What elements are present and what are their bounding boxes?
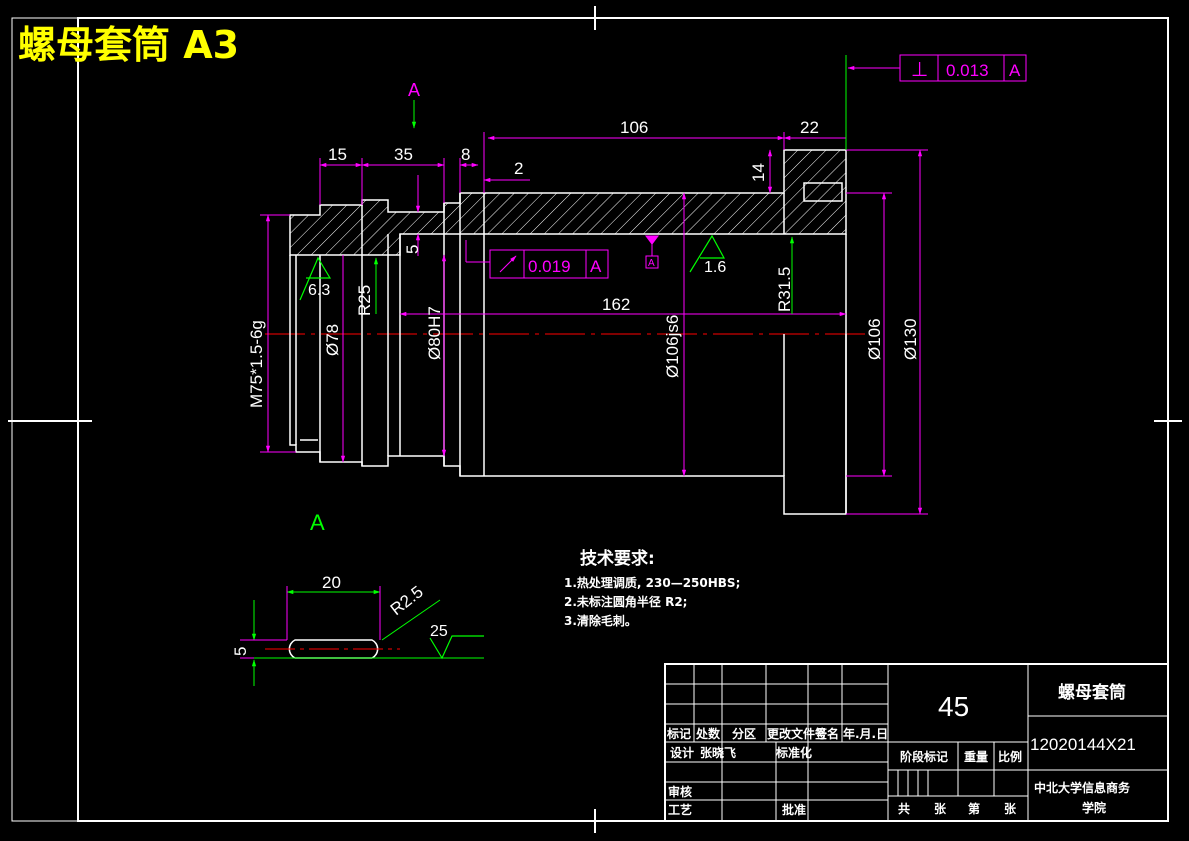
tb-drawing-no: 12020144X21 <box>1030 735 1136 754</box>
tb-header-zone: 分区 <box>732 726 756 741</box>
requirement-1: 1.热处理调质, 230—250HBS; <box>564 575 740 590</box>
roughness-1-6: 1.6 <box>704 259 726 276</box>
tb-process: 工艺 <box>668 802 692 817</box>
dim-dia-106js6: Ø106js6 <box>663 315 682 378</box>
tb-header-count: 处数 <box>695 726 721 741</box>
tb-standard: 标准化 <box>775 745 812 760</box>
dim-dia-78: Ø78 <box>323 324 342 356</box>
tb-review: 审核 <box>668 784 692 799</box>
keyway-detail <box>240 586 484 659</box>
dim-r31-5: R31.5 <box>775 267 794 312</box>
requirements-heading: 技术要求: <box>580 548 655 569</box>
dimension-lines <box>260 65 928 515</box>
tb-header-date: 年.月.日 <box>843 726 888 741</box>
tb-weight: 重量 <box>964 749 988 764</box>
tb-part-name: 螺母套筒 <box>1058 682 1126 703</box>
roughness-symbols <box>299 234 726 660</box>
tb-approve: 批准 <box>782 802 806 817</box>
tb-sheets-no: 第 <box>968 801 980 816</box>
part-outline <box>289 182 847 515</box>
dim-r25: R25 <box>355 285 374 316</box>
tb-sheets-unit1: 张 <box>934 801 947 816</box>
dim-dia-130: Ø130 <box>901 318 920 360</box>
dim-14: 14 <box>749 163 768 182</box>
tb-designer: 张晓飞 <box>700 745 736 760</box>
runout-frame <box>489 235 659 279</box>
requirement-2: 2.未标注圆角半径 R2; <box>564 594 687 609</box>
tb-material: 45 <box>938 691 969 722</box>
leader-lines <box>251 55 847 686</box>
tb-header-file: 更改文件号 <box>767 726 827 741</box>
dim-dia-80h7: Ø80H7 <box>425 306 444 360</box>
runout-value: 0.019 <box>528 257 571 276</box>
drawing-frame <box>8 6 1182 833</box>
drawing-title: 螺母套筒 A3 <box>18 23 239 67</box>
datum-label: A <box>648 258 655 269</box>
dim-22: 22 <box>800 118 819 137</box>
tb-header-mark: 标记 <box>666 726 691 741</box>
tb-stage: 阶段标记 <box>900 749 948 764</box>
dim-thread: M75*1.5-6g <box>247 320 266 408</box>
tb-header-sign: 签名 <box>814 726 839 741</box>
runout-datum: A <box>590 257 602 276</box>
section-mark-top: A <box>408 80 420 100</box>
perp-datum: A <box>1009 61 1021 80</box>
tb-school-line2: 学院 <box>1082 800 1106 815</box>
dim-35: 35 <box>394 145 413 164</box>
requirement-3: 3.清除毛刺。 <box>564 613 637 628</box>
title-block <box>664 663 1169 822</box>
perp-value: 0.013 <box>946 61 989 80</box>
tb-sheets-total: 共 <box>898 801 910 816</box>
dim-106: 106 <box>620 118 648 137</box>
tb-sheets-unit2: 张 <box>1004 801 1017 816</box>
perpendicularity-frame <box>899 54 1027 82</box>
dim-8: 8 <box>461 145 470 164</box>
roughness-6-3: 6.3 <box>308 282 330 299</box>
section-mark-bottom: A <box>310 510 325 535</box>
perp-symbol: ⊥ <box>911 57 928 81</box>
roughness-25: 25 <box>430 623 448 640</box>
dim-162: 162 <box>602 295 630 314</box>
detail-dim-5: 5 <box>231 647 250 656</box>
tb-school-line1: 中北大学信息商务 <box>1034 780 1131 795</box>
tb-design: 设计 <box>670 745 694 760</box>
dim-dia-106: Ø106 <box>865 318 884 360</box>
dim-5: 5 <box>403 245 422 254</box>
tb-scale: 比例 <box>998 749 1022 764</box>
dim-15: 15 <box>328 145 347 164</box>
detail-dim-20: 20 <box>322 573 341 592</box>
dim-2: 2 <box>514 159 523 178</box>
